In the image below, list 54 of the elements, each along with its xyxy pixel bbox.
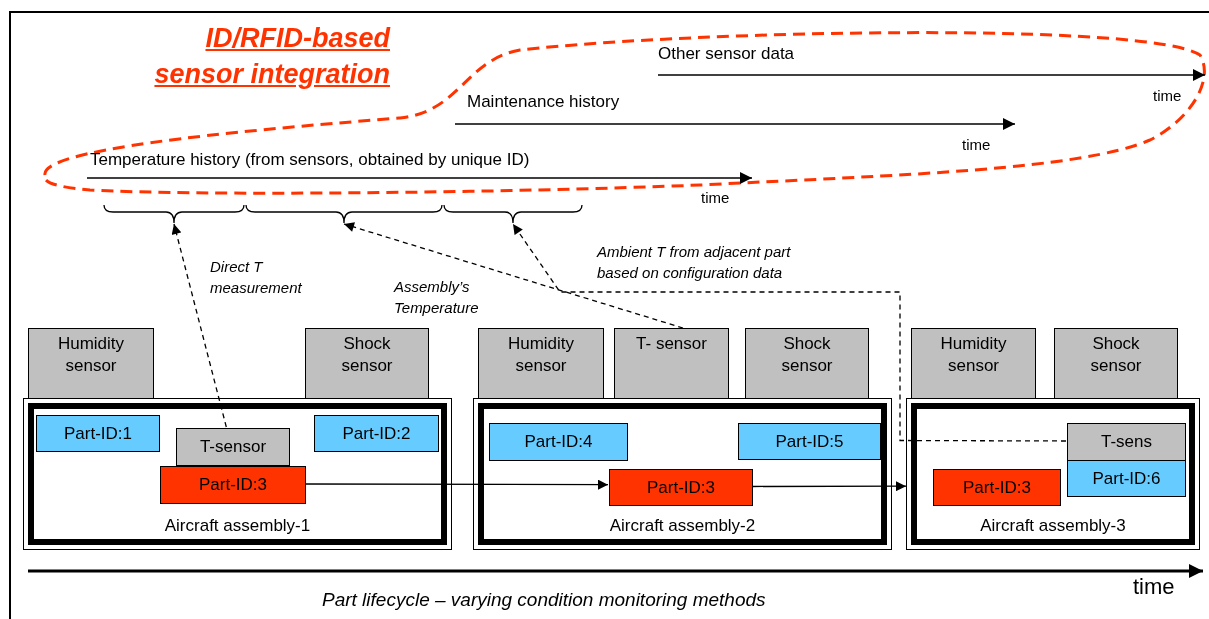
series-label: Other sensor data [658,43,795,65]
axis-label: time [962,136,991,155]
sensor-box [176,428,290,466]
edge-label: Assembly’s Temperature [394,277,480,318]
box-label: Shock sensor [1089,333,1143,377]
series-label: Temperature history (from sensors, obtained by unique ID) [90,149,530,171]
arrow [304,479,609,490]
box-label: Part-ID:5 [775,430,844,453]
edge-label: Direct T measurement [210,257,303,298]
box-label: Part-ID:1 [64,422,132,445]
arrow [343,222,684,329]
part-id-box [314,415,439,452]
title: ID/RFID-based sensor integration [153,22,390,91]
part-id-box [489,423,628,461]
part-id-box [933,469,1061,506]
part-id-box [609,469,753,506]
assembly-label: Aircraft assembly-3 [980,516,1126,536]
box-label: Part-ID:3 [199,474,267,496]
assembly-label: Aircraft assembly-2 [609,516,756,536]
part-id-box [160,466,306,504]
axis-label: time [1133,573,1175,601]
box-label: Shock sensor [780,333,834,377]
box-label: Humidity sensor [506,333,576,377]
box-label: T- sensor [636,333,707,355]
part-id-box [36,415,160,452]
sensor-box [1054,328,1178,399]
box-label: T-sensor [199,436,267,458]
box-label: Part-ID:2 [342,422,411,445]
part-id-box [738,423,881,460]
sensor-box [478,328,604,399]
axis-label: time [1153,87,1182,106]
box-label: Part-ID:3 [647,476,715,499]
sensor-box [614,328,729,399]
box-label: Part-ID:3 [963,476,1031,499]
box-label: Part-ID:6 [1092,467,1161,490]
assembly-label: Aircraft assembly-1 [164,516,311,536]
box-label: Shock sensor [340,333,394,377]
sensor-box [28,328,154,399]
part-id-box [1067,460,1186,497]
arrow [512,223,1067,442]
arrow [171,223,227,428]
sensor-box [1067,423,1186,461]
series-label: Maintenance history [467,91,620,113]
box-label: T-sens [1101,431,1152,453]
box-label: Humidity sensor [56,333,126,377]
sensor-box [911,328,1036,399]
sensor-box [305,328,429,399]
edge-label: Ambient T from adjacent part based on configuration data [597,242,792,283]
sensor-box [745,328,869,399]
box-label: Humidity sensor [939,333,1008,377]
box-label: Part-ID:4 [524,431,593,453]
caption: Part lifecycle – varying condition monitoring methods [322,588,766,612]
arrow [751,481,907,492]
axis-label: time [701,189,730,208]
